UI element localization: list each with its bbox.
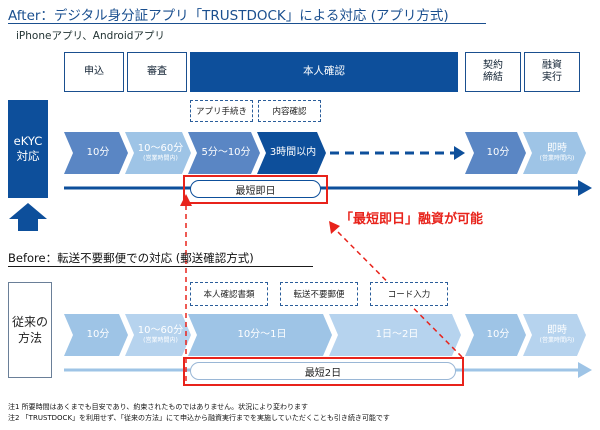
before-step-6-sub: (営業時間内): [539, 337, 575, 345]
after-timeline-arrowhead: [578, 180, 592, 196]
after-step-1-text: 10分: [86, 147, 110, 158]
after-step-1: 10分: [72, 132, 124, 174]
after-step-3-text: 5分～10分: [201, 147, 251, 158]
after-step-3-shape: [188, 132, 260, 174]
before-title: Before：転送不要郵便での対応 (郵送確認方式): [8, 251, 254, 265]
after-step-5-text: 10分: [486, 147, 510, 158]
before-total-highlight: [183, 357, 464, 386]
page-title: After：デジタル身分証アプリ「TRUSTDOCK」による対応 (アプリ方式): [8, 8, 449, 24]
before-timeline-arrowhead: [578, 362, 592, 378]
before-step-3-shape: [188, 314, 332, 356]
after-step-2-shape: [125, 132, 191, 174]
after-step-2: 10～60分 (営業時間内): [133, 132, 188, 174]
before-step-6-text: 即時: [547, 325, 567, 337]
before-dashed-code-input: コード入力: [370, 282, 448, 306]
after-label-ekyc: eKYC 対応: [8, 100, 48, 198]
before-step-5-text: 10分: [486, 329, 510, 340]
before-step-4: 1日～2日: [337, 314, 457, 356]
before-step-1-shape: [64, 314, 128, 356]
after-step-5: 10分: [473, 132, 523, 174]
same-day-callout: 「最短即日」融資が可能: [340, 212, 484, 227]
after-total-highlight: [183, 175, 328, 204]
after-step-1-shape: [64, 132, 128, 174]
before-step-3: 10分～1日: [196, 314, 328, 356]
after-dashed-content-check: 内容確認: [258, 100, 321, 122]
before-underline: [8, 266, 313, 267]
before-step-2: 10～60分 (営業時間内): [133, 314, 188, 356]
before-step-6-shape: [523, 314, 586, 356]
before-total: 最短2日: [190, 362, 456, 380]
before-step-3-text: 10分～1日: [237, 329, 287, 340]
before-step-1-text: 10分: [86, 329, 110, 340]
after-step-4-shape: [257, 132, 326, 174]
before-step-2-shape: [125, 314, 191, 356]
after-step-2-sub: (営業時間内): [143, 155, 178, 163]
note-2: 注2 「TRUSTDOCK」を利用せず、「従来の方法」にて申込から融資実行までを…: [8, 414, 390, 422]
after-step-3: 5分～10分: [196, 132, 256, 174]
after-total: 最短即日: [190, 180, 321, 198]
header-identity: 本人確認: [190, 52, 458, 92]
red-arrowhead-diagonal: [329, 221, 340, 234]
before-step-4-text: 1日～2日: [375, 329, 419, 340]
header-contract: 契約 締結: [465, 52, 521, 92]
before-step-2-sub: (営業時間内): [143, 337, 178, 345]
after-step-6: 即時 (営業時間内): [531, 132, 583, 174]
after-step-6-text: 即時: [547, 143, 567, 155]
before-label-conventional: 従来の 方法: [8, 282, 52, 378]
header-apply: 申込: [64, 52, 124, 92]
title-underline: [8, 23, 486, 24]
header-review: 審査: [127, 52, 187, 92]
up-arrow: [9, 203, 47, 231]
before-step-4-shape: [329, 314, 461, 356]
before-dashed-mail: 転送不要郵便: [280, 282, 358, 306]
before-step-5-shape: [465, 314, 526, 356]
header-financing: 融資 実行: [524, 52, 580, 92]
after-step-4-text: 3時間以内: [269, 147, 317, 158]
platform-subtitle: iPhoneアプリ、Androidアプリ: [16, 30, 165, 42]
after-step-6-sub: (営業時間内): [539, 155, 575, 163]
after-dashed-arrowhead: [454, 146, 465, 160]
after-step-4: 3時間以内: [264, 132, 322, 174]
before-step-6: 即時 (営業時間内): [531, 314, 583, 356]
after-step-6-shape: [523, 132, 586, 174]
after-step-2-text: 10～60分: [137, 143, 184, 155]
before-step-5: 10分: [473, 314, 523, 356]
after-dashed-app-procedure: アプリ手続き: [190, 100, 253, 122]
before-step-1: 10分: [72, 314, 124, 356]
before-dashed-id-docs: 本人確認書類: [190, 282, 268, 306]
before-step-2-text: 10～60分: [137, 325, 184, 337]
note-1: 注1 所要時間はあくまでも目安であり、約束されたものではありません。状況により変…: [8, 403, 308, 411]
after-step-5-shape: [465, 132, 526, 174]
